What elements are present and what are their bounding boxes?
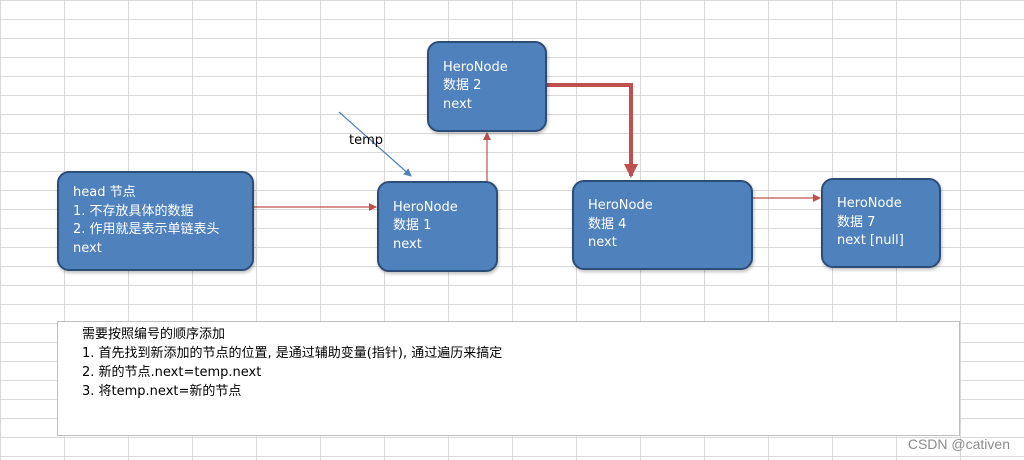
- node-type-label: HeroNode: [443, 59, 508, 75]
- head-node-line: next: [73, 240, 102, 256]
- node-type-label: HeroNode: [837, 196, 902, 212]
- node-data-label: 数据 2: [443, 78, 482, 94]
- head-node: head 节点 1. 不存放具体的数据 2. 作用就是表示单链表头 next: [57, 171, 254, 271]
- node-data-label: 数据 4: [588, 216, 627, 232]
- hero-node-2: HeroNode 数据 2 next: [427, 41, 547, 132]
- temp-label: temp: [349, 133, 384, 148]
- node-data-label: 数据 7: [837, 214, 876, 230]
- note-line: 1. 首先找到新添加的节点的位置, 是通过辅助变量(指针), 通过遍历来搞定: [82, 346, 503, 361]
- hero-node-1: HeroNode 数据 1 next: [377, 181, 498, 272]
- head-node-line: head 节点: [73, 185, 136, 200]
- node-type-label: HeroNode: [588, 198, 653, 214]
- hero-node-7: HeroNode 数据 7 next [null]: [821, 178, 941, 268]
- note-line: 2. 新的节点.next=temp.next: [82, 365, 262, 380]
- note-box: 需要按照编号的顺序添加 1. 首先找到新添加的节点的位置, 是通过辅助变量(指针…: [57, 321, 960, 436]
- node-next-label: next: [443, 96, 472, 112]
- watermark: CSDN @cativen: [907, 436, 1010, 452]
- hero-node-4: HeroNode 数据 4 next: [572, 180, 753, 270]
- note-line: 3. 将temp.next=新的节点: [82, 384, 242, 399]
- link-node2-to-node4: [547, 83, 638, 178]
- note-line: 需要按照编号的顺序添加: [82, 327, 226, 342]
- node-next-label: next [null]: [837, 233, 904, 249]
- node-next-label: next: [588, 235, 617, 251]
- node-type-label: HeroNode: [393, 199, 458, 215]
- head-node-line: 2. 作用就是表示单链表头: [73, 222, 220, 237]
- node-data-label: 数据 1: [393, 218, 432, 234]
- node-next-label: next: [393, 236, 422, 252]
- head-node-line: 1. 不存放具体的数据: [73, 203, 194, 219]
